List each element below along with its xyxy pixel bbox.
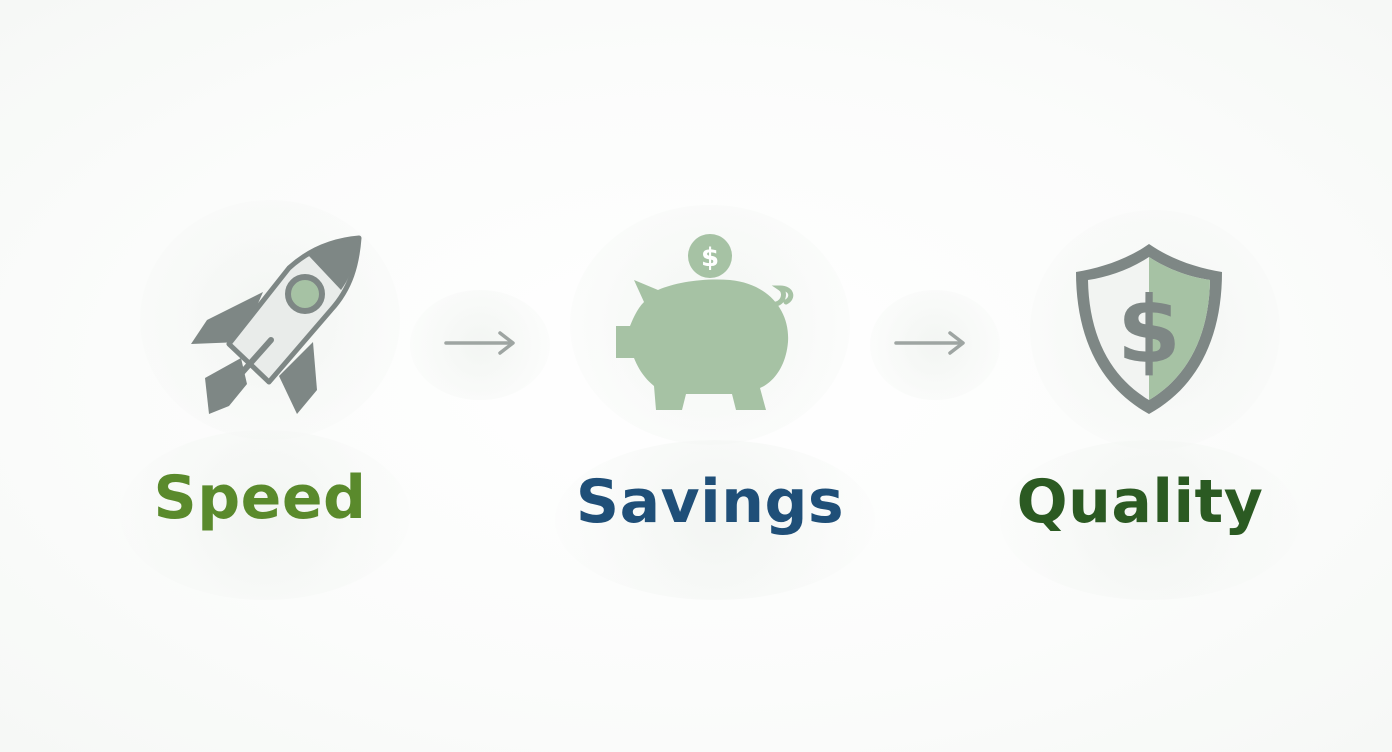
- label-savings: Savings: [575, 467, 845, 537]
- speed-label-glow: [120, 430, 410, 600]
- quality-label-glow: [1000, 440, 1300, 600]
- label-quality: Quality: [1016, 467, 1264, 537]
- rocket-icon: [185, 230, 370, 420]
- savings-label-glow: [555, 440, 875, 600]
- arrow-right-icon: [444, 328, 518, 362]
- coin-dollar-symbol: $: [701, 243, 719, 273]
- arrow-right-icon: [894, 328, 968, 362]
- shield-dollar-symbol: $: [1117, 277, 1181, 384]
- piggy-bank-icon: $: [610, 232, 810, 412]
- arrow1-glow: [410, 290, 550, 400]
- arrow2-glow: [870, 290, 1000, 400]
- shield-dollar-icon: $: [1072, 240, 1226, 418]
- label-speed: Speed: [153, 463, 367, 533]
